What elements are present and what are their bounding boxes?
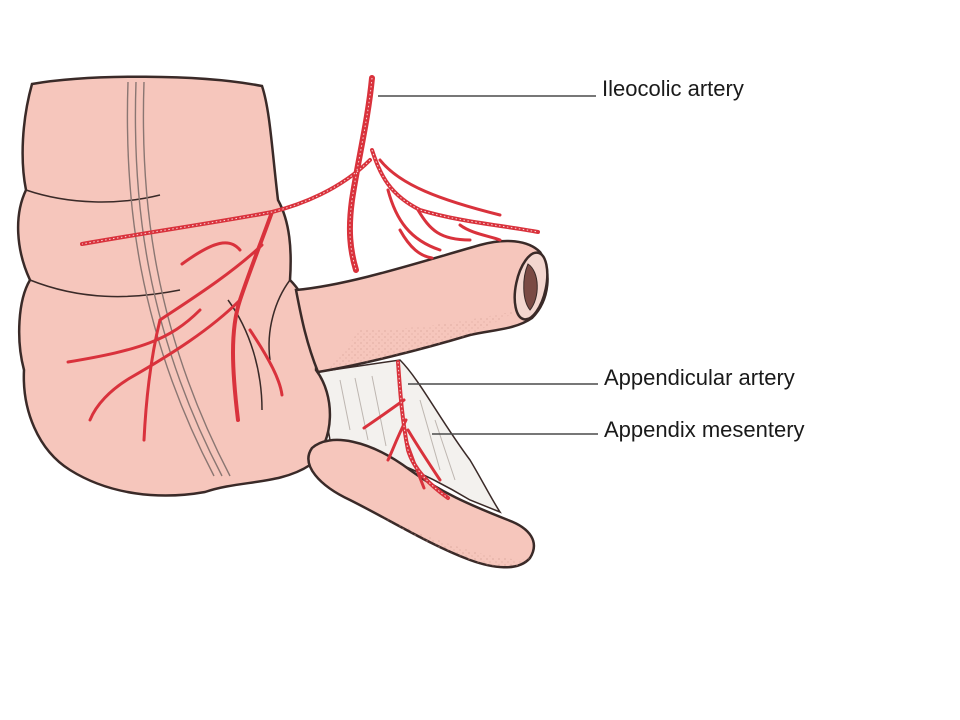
appendix-stipple xyxy=(380,515,530,568)
ileum xyxy=(294,239,549,374)
artery-texture xyxy=(81,77,539,499)
cecum xyxy=(16,75,332,497)
leader-lines xyxy=(378,95,598,435)
mesentery-hatching xyxy=(339,375,456,481)
ileum-stipple xyxy=(330,310,520,368)
ileum-lumen-inner xyxy=(523,263,538,311)
label-appendicular-artery: Appendicular artery xyxy=(604,365,795,390)
taenia-coli xyxy=(126,81,231,477)
label-ileocolic-artery: Ileocolic artery xyxy=(602,76,744,101)
label-appendix-mesentery: Appendix mesentery xyxy=(604,417,805,442)
